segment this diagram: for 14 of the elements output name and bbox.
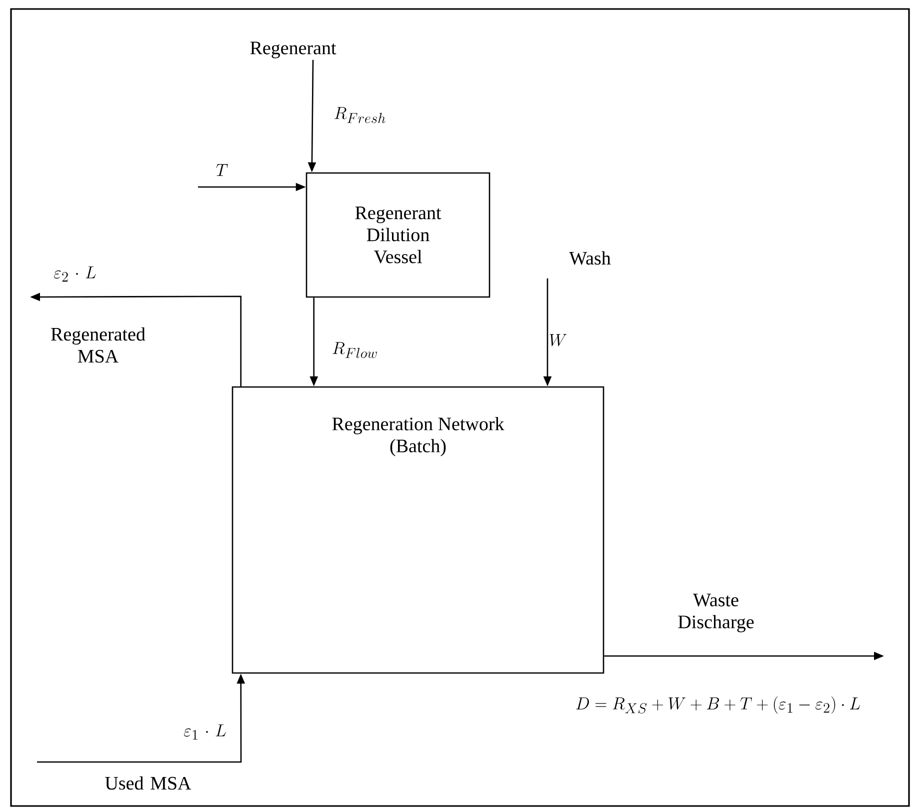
stream-label: Used MSA <box>105 776 192 790</box>
edge-label: $\varepsilon_{1} \cdot L$ <box>184 724 226 740</box>
edge-label: $T$ <box>216 164 228 176</box>
edge-label: $W$ <box>550 334 567 346</box>
stream-label: $D = R_{XS} + W + B + T + (\varepsilon_{1} - \varepsilon_{2}) \cdot L$ <box>576 696 860 714</box>
edge-label: $R_{Fresh}$ <box>334 107 386 124</box>
stream-label: Wash <box>569 251 611 265</box>
process-box: Regeneration Network (Batch) <box>232 386 604 674</box>
edge-label: $R_{Flow}$ <box>332 342 377 358</box>
stream-label: Regenerated MSA <box>51 327 146 363</box>
edge-label: $\varepsilon_{2} \cdot L$ <box>54 266 96 282</box>
process-box: Regenerant Dilution Vessel <box>306 172 490 298</box>
stream-label: Regenerant <box>250 42 336 58</box>
edge-label: Waste Discharge <box>678 594 754 632</box>
